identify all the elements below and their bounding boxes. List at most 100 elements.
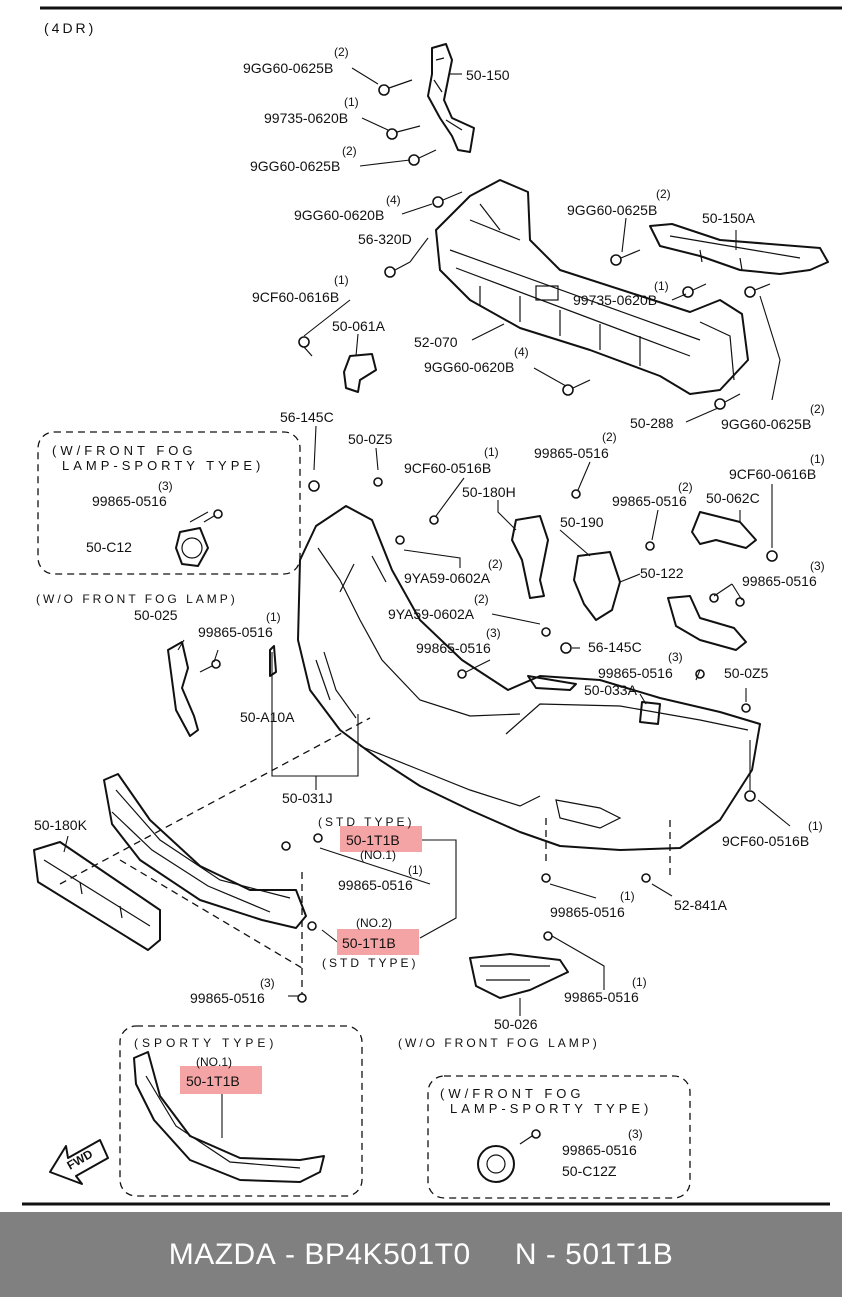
code-99865-b: 99865-0516: [612, 493, 687, 509]
variant-label: (4DR): [44, 20, 96, 36]
code-50-061a: 50-061A: [332, 318, 386, 334]
highlight-sporty-no1: [180, 1066, 262, 1094]
qty-bolt-top-3: (2): [342, 144, 357, 158]
code-0516b: 9CF60-0516B: [404, 460, 491, 476]
qty-0516b: (1): [484, 445, 499, 459]
qty-99865-fog2: (3): [628, 1127, 643, 1141]
std-type-2: (STD TYPE): [322, 956, 418, 970]
code-99865-c: 99865-0516: [742, 573, 817, 589]
code-99865-d: 99865-0516: [198, 624, 273, 640]
code-bolt-top-2: 99735-0620B: [264, 110, 348, 126]
code-grille-std-no2: 50-1T1B: [342, 935, 396, 951]
qty-0620b-b: (4): [514, 345, 529, 359]
qty-0625b-r2: (2): [810, 402, 825, 416]
bracket-50-150-shape: [427, 43, 475, 153]
code-99865-h: 99865-0516: [550, 904, 625, 920]
code-50-150a: 50-150A: [702, 210, 756, 226]
footer-bar: MAZDA - BP4K501T0 N - 501T1B: [0, 1212, 842, 1297]
qty-0620b-a: (4): [386, 193, 401, 207]
qty-9ya59-b: (2): [474, 592, 489, 606]
qty-99865-e: (3): [486, 626, 501, 640]
code-99865-j: 99865-0516: [564, 989, 639, 1005]
misc-bolts-top: [298, 191, 771, 410]
code-0625b-r1: 9GG60-0625B: [567, 202, 657, 218]
qty-0516b-r: (1): [808, 819, 823, 833]
code-99865-f: 99865-0516: [598, 665, 673, 681]
leader-lines: [63, 67, 791, 1138]
qty-0625b-r1: (2): [656, 187, 671, 201]
highlight-std-no2: [337, 929, 419, 955]
qty-0620b-r: (1): [654, 279, 669, 293]
code-50-122: 50-122: [640, 565, 684, 581]
qty-0616b-r: (1): [810, 452, 825, 466]
qty-99865-j: (1): [632, 975, 647, 989]
code-9ya59-b: 9YA59-0602A: [388, 606, 475, 622]
qty-grille-std-no2: (NO.2): [356, 916, 392, 930]
code-50-0z5-a: 50-0Z5: [348, 431, 393, 447]
sporty-box: [119, 1025, 363, 1197]
qty-99865-b: (2): [678, 480, 693, 494]
code-56-145c-b: 56-145C: [588, 639, 642, 655]
footer-gap: [471, 1238, 515, 1272]
cover-50-026-shape: [469, 931, 569, 999]
code-50-026: 50-026: [494, 1016, 538, 1032]
code-grille-std-no1: 50-1T1B: [346, 832, 400, 848]
code-99865-e: 99865-0516: [416, 640, 491, 656]
wo-fog-title: (W/O FRONT FOG LAMP): [36, 592, 238, 606]
code-50-180k: 50-180K: [34, 817, 88, 833]
fwd-arrow-icon: FWD: [49, 1139, 109, 1185]
code-50-031j: 50-031J: [282, 790, 333, 806]
guide-lines: [59, 717, 671, 994]
code-0516b-r: 9CF60-0516B: [722, 833, 809, 849]
footer-reference: N - 501T1B: [514, 1237, 674, 1271]
cover-50-025-shape: [167, 641, 277, 737]
code-52-070: 52-070: [414, 334, 458, 350]
code-0616b-l: 9CF60-0616B: [252, 289, 339, 305]
fog-box-2: [427, 1075, 691, 1199]
code-50-062c: 50-062C: [706, 490, 760, 506]
bracket-50-150a-shape: [649, 223, 829, 275]
code-0620b-b: 9GG60-0620B: [424, 359, 514, 375]
qty-99865-h: (1): [620, 889, 635, 903]
qty-99865-g: (1): [408, 863, 423, 877]
code-50-150: 50-150: [466, 67, 510, 83]
code-99865-g: 99865-0516: [338, 877, 413, 893]
bracket-50-061a-shape: [343, 353, 377, 393]
footer-brand: MAZDA: [168, 1237, 277, 1271]
code-52-841a: 52-841A: [674, 897, 728, 913]
code-99865-fog1: 99865-0516: [92, 493, 167, 509]
code-50-180h: 50-180H: [462, 484, 516, 500]
code-0625b-r2: 9GG60-0625B: [721, 416, 811, 432]
code-50-a10a: 50-A10A: [240, 709, 295, 725]
parts-diagram: (4DR): [22, 6, 842, 1206]
code-56-320d: 56-320D: [358, 231, 412, 247]
qty-99865-f: (3): [668, 650, 683, 664]
code-56-145c-a: 56-145C: [280, 409, 334, 425]
qty-grille-sporty: (NO.1): [196, 1055, 232, 1069]
footer-part-number: BP4K501T0: [304, 1237, 471, 1271]
qty-99865-c: (3): [810, 559, 825, 573]
qty-99865-fog1: (3): [158, 479, 173, 493]
wo-fog-title-2: (W/O FRONT FOG LAMP): [398, 1036, 600, 1050]
highlight-std-no1: [340, 826, 422, 852]
qty-grille-std-no1: (NO.1): [360, 848, 396, 862]
code-50-190: 50-190: [560, 514, 604, 530]
code-99865-a: 99865-0516: [534, 445, 609, 461]
qty-bolt-top-2: (1): [344, 95, 359, 109]
diagram-canvas: (4DR): [22, 6, 842, 1206]
code-grille-sporty: 50-1T1B: [186, 1073, 240, 1089]
part-labels: (2) 9GG60-0625B 50-150 (1) 99735-0620B (…: [34, 45, 825, 1179]
reinforcement-52-070-shape: [435, 179, 749, 395]
qty-99865-a: (2): [602, 430, 617, 444]
qty-99865-d: (1): [266, 610, 281, 624]
qty-0616b-l: (1): [334, 273, 349, 287]
code-bolt-top-1: 9GG60-0625B: [243, 60, 333, 76]
top-bolts: [378, 79, 437, 166]
code-99865-i: 99865-0516: [190, 990, 265, 1006]
code-bolt-top-3: 9GG60-0625B: [250, 158, 340, 174]
footer-separator: -: [276, 1237, 305, 1271]
code-50-0z5-b: 50-0Z5: [724, 665, 769, 681]
std-type-1: (STD TYPE): [318, 815, 414, 829]
code-50-c12z: 50-C12Z: [562, 1163, 617, 1179]
